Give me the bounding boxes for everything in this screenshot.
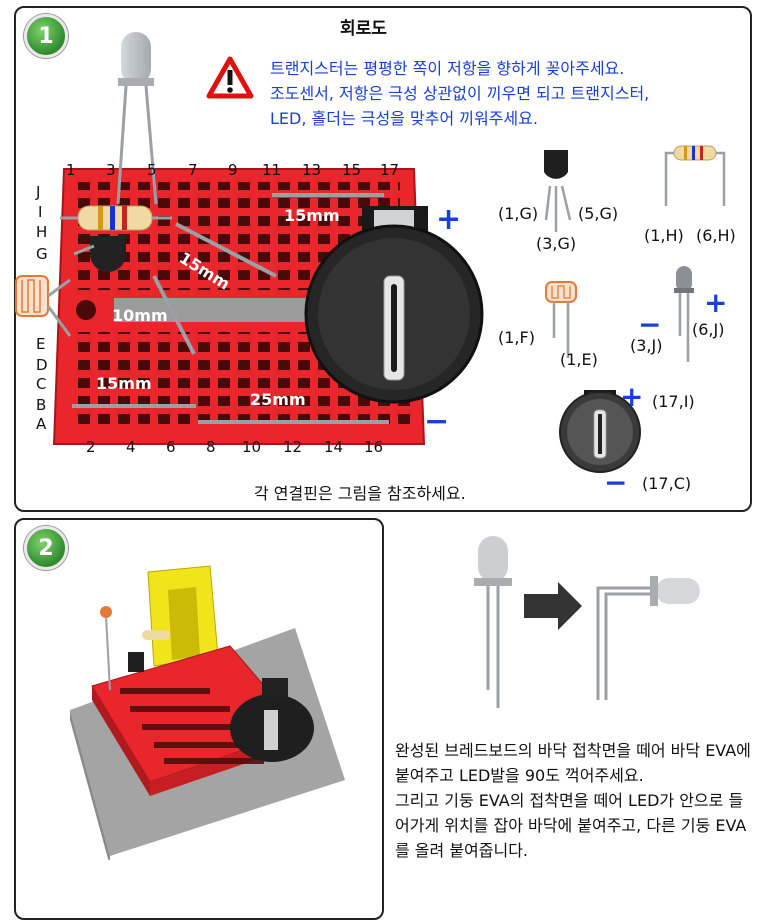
resistor-pin-1H: (1,H) [644,226,684,245]
col-label-12: 12 [283,438,303,456]
assembled-transistor [128,652,144,672]
footnote: 각 연결핀은 그림을 참조하세요. [254,484,466,503]
assembled-resistor [142,630,170,640]
photoresistor-top [15,275,49,317]
col-label-16: 16 [364,438,384,456]
col-label-3: 3 [106,161,116,179]
wire-10mm [152,275,196,355]
led-pin-3J: (3,J) [630,336,663,355]
wire-label-15mm-bottom: 15mm [96,374,152,393]
resistor-pin-6H: (6,H) [696,226,736,245]
col-label-10: 10 [242,438,262,456]
col-label-13: 13 [302,161,322,179]
col-label-4: 4 [126,438,136,456]
led-plus-sign: + [704,286,728,319]
breadboard-diagram [15,32,484,445]
led-straight [478,536,508,582]
step2-paragraph-2: 그리고 기둥 EVA의 접착면을 떼어 LED가 안으로 들어가게 위치를 잡아… [395,791,747,860]
holder-part-plus-sign: + [620,380,644,413]
holder-part [559,390,641,473]
breadboard-mount-hole [76,300,96,320]
wire-label-15mm-top: 15mm [284,206,340,225]
warning-triangle-icon [206,56,254,99]
led-bend-illustration [474,536,700,708]
col-label-1: 1 [66,161,76,179]
row-label-I: I [38,203,43,221]
holder-pin-17C: (17,C) [642,474,692,493]
led-bent [596,576,700,700]
assembled-photoresistor [100,606,112,618]
col-label-11: 11 [262,161,282,179]
row-label-C: C [36,375,47,393]
photoresistor-part [545,281,577,358]
col-label-6: 6 [166,438,176,456]
holder-plus-sign: + [436,202,462,237]
arrow-right-icon [524,582,582,630]
col-label-8: 8 [206,438,216,456]
instruction-line-2: 조도센서, 저항은 극성 상관없이 끼우면 되고 트랜지스터, [270,84,650,103]
transistor-part [544,150,572,232]
row-label-J: J [36,183,41,201]
instruction-line-3: LED, 홀더는 극성을 맞추어 끼워주세요. [270,109,538,128]
led-top [121,32,151,84]
row-label-H: H [36,223,48,241]
col-label-15: 15 [342,161,362,179]
transistor-pin-1G: (1,G) [498,204,539,223]
col-label-7: 7 [188,161,198,179]
resistor-part [664,145,726,206]
col-label-9: 9 [228,161,238,179]
parts-illustrations [544,145,726,473]
col-label-2: 2 [86,438,96,456]
holder-part-minus-sign: − [604,466,628,499]
holder-pin-17I: (17,I) [652,392,695,411]
wire-label-25mm: 25mm [250,390,306,409]
row-label-D: D [36,356,48,374]
instruction-line-1: 트랜지스터는 평평한 쪽이 저항을 향하게 꽂아주세요. [270,59,625,78]
col-label-17: 17 [380,161,400,179]
step2-instructions: 완성된 브레드보드의 바닥 접착면을 떼어 바닥 EVA에 붙여주고 LED발을… [395,738,755,863]
transistor-top [90,236,126,272]
photoresistor-pin-1E: (1,E) [560,350,598,369]
col-label-5: 5 [147,161,157,179]
photoresistor-pin-1F: (1,F) [498,328,535,347]
led-part [674,266,694,362]
led-pin-6J: (6,J) [692,320,725,339]
row-label-E: E [36,335,46,353]
row-label-A: A [36,415,47,433]
wire-15mm-diagonal [175,222,277,278]
row-label-B: B [36,396,47,414]
transistor-pin-5G: (5,G) [578,204,619,223]
step2-paragraph-1: 완성된 브레드보드의 바닥 접착면을 떼어 바닥 EVA에 붙여주고 LED발을… [395,741,751,785]
transistor-pin-3G: (3,G) [536,234,577,253]
holder-minus-sign: − [424,404,450,439]
step1-title: 회로도 [340,19,387,39]
row-label-G: G [36,245,48,263]
led-minus-sign: − [638,308,662,341]
step1-badge: 1 [24,14,68,58]
col-label-14: 14 [324,438,344,456]
assembly-illustration [70,565,345,860]
wire-label-10mm: 10mm [112,306,168,325]
step2-badge: 2 [24,526,68,570]
